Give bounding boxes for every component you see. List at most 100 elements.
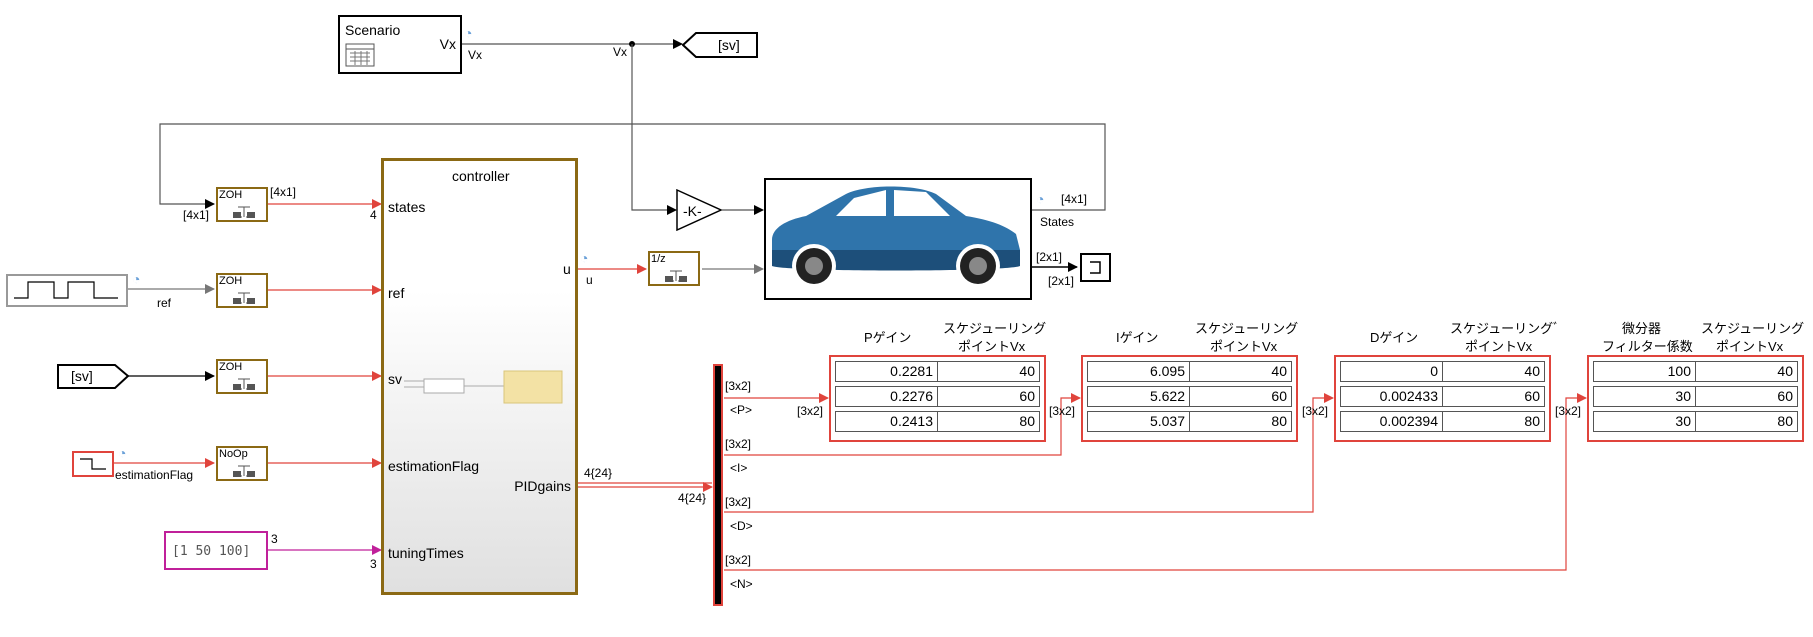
pulse-icon <box>14 281 118 299</box>
table-cell[interactable]: 0.2281 <box>835 361 938 382</box>
rate-transition-icon <box>233 465 255 477</box>
bus-out-dim: [3x2] <box>725 495 752 509</box>
vehicle-block[interactable] <box>764 178 1032 300</box>
table-cell[interactable]: 40 <box>937 361 1040 382</box>
table-cell[interactable]: 80 <box>1189 411 1292 432</box>
tuningtimes-port-dim: 3 <box>370 557 377 571</box>
wifi-icon: ◔ <box>118 445 127 461</box>
controller-port-states: states <box>388 199 426 215</box>
table-n[interactable]: 100 40 30 60 30 80 <box>1587 355 1804 442</box>
scenario-title: Scenario <box>345 22 401 38</box>
noop-block[interactable]: NoOp <box>216 446 268 481</box>
vehicle-out-dim: [2x1] <box>1036 250 1063 264</box>
wifi-icon: ◔ <box>1036 191 1045 207</box>
scenario-icon <box>345 43 375 67</box>
table-cell[interactable]: 40 <box>1695 361 1798 382</box>
ref-signal-label: ref <box>157 296 172 310</box>
bus-in-dim: 4{24} <box>678 491 707 505</box>
constant-block[interactable]: [1 50 100] <box>164 531 268 570</box>
table-i-in-dim: [3x2] <box>1049 404 1076 418</box>
from-sv-tag: [sv] <box>71 368 93 384</box>
zoh-in-dim: [4x1] <box>183 208 210 222</box>
scenario-block[interactable]: Scenario Vx <box>338 15 462 74</box>
wifi-icon: ◔ <box>132 271 141 287</box>
table-i[interactable]: 6.095 40 5.622 60 5.037 80 <box>1081 355 1298 442</box>
zoh-title: ZOH <box>219 361 243 373</box>
zoh-block-states[interactable]: ZOH <box>216 187 268 222</box>
rate-transition-icon <box>233 378 255 390</box>
table-cell[interactable]: 100 <box>1593 361 1696 382</box>
bus-out-dim: [3x2] <box>725 437 752 451</box>
table-cell[interactable]: 0.2276 <box>835 386 938 407</box>
table-cell[interactable]: 6.095 <box>1087 361 1190 382</box>
controller-title: controller <box>452 168 510 184</box>
bus-selector-block[interactable] <box>713 364 723 606</box>
table-p-col2-header-line2: ポイントVx <box>958 339 1026 354</box>
table-cell[interactable]: 60 <box>937 386 1040 407</box>
table-cell[interactable]: 60 <box>1189 386 1292 407</box>
terminator-icon <box>1090 261 1101 274</box>
step-block[interactable] <box>72 451 114 477</box>
from-sv-block[interactable] <box>57 364 129 389</box>
table-cell[interactable]: 0.002433 <box>1340 386 1443 407</box>
table-p-in-dim: [3x2] <box>797 404 824 418</box>
table-cell[interactable]: 0 <box>1340 361 1443 382</box>
table-d[interactable]: 0 40 0.002433 60 0.002394 80 <box>1334 355 1551 442</box>
zoh-title: ZOH <box>219 189 243 201</box>
table-cell[interactable]: 80 <box>1442 411 1545 432</box>
subsystem-preview-icon <box>404 370 563 404</box>
table-n-col2-header-line1: スケジューリング <box>1701 321 1805 336</box>
delay-label: 1/z <box>651 253 666 265</box>
table-cell[interactable]: 60 <box>1695 386 1798 407</box>
controller-subsystem[interactable]: controller states ref sv estimationFlag … <box>381 158 578 595</box>
table-d-in-dim: [3x2] <box>1302 404 1329 418</box>
table-p[interactable]: 0.2281 40 0.2276 60 0.2413 80 <box>829 355 1046 442</box>
table-cell[interactable]: 80 <box>1695 411 1798 432</box>
table-n-col2-header-line2: ポイントVx <box>1716 339 1784 354</box>
table-cell[interactable]: 40 <box>1189 361 1292 382</box>
table-cell[interactable]: 30 <box>1593 386 1696 407</box>
goto-sv-block[interactable] <box>682 32 758 58</box>
table-cell[interactable]: 60 <box>1442 386 1545 407</box>
table-cell[interactable]: 40 <box>1442 361 1545 382</box>
zoh-block-sv[interactable]: ZOH <box>216 359 268 394</box>
step-icon <box>80 458 106 470</box>
states-port-dim: 4 <box>370 208 377 222</box>
zoh-block-ref[interactable]: ZOH <box>216 273 268 308</box>
rate-transition-icon <box>665 270 687 282</box>
car-icon <box>772 186 1020 288</box>
unit-delay-block[interactable]: 1/z <box>648 251 700 286</box>
constant-out-dim: 3 <box>271 532 278 546</box>
bus-out-dim: [3x2] <box>725 379 752 393</box>
wifi-icon: ◔ <box>464 25 473 41</box>
table-cell[interactable]: 0.002394 <box>1340 411 1443 432</box>
table-p-col2-header-line1: スケジューリング <box>943 321 1047 336</box>
terminator-block[interactable] <box>1080 253 1111 282</box>
table-cell[interactable]: 80 <box>937 411 1040 432</box>
table-cell[interactable]: 5.037 <box>1087 411 1190 432</box>
table-p-col1-header: Pゲイン <box>864 330 912 345</box>
scenario-port-label: Vx <box>439 36 456 52</box>
table-cell[interactable]: 5.622 <box>1087 386 1190 407</box>
wifi-icon: ◔ <box>580 250 589 266</box>
controller-port-tuningtimes: tuningTimes <box>388 545 464 561</box>
gain-block[interactable] <box>676 189 722 231</box>
bus-out-name: <I> <box>730 461 748 475</box>
table-i-col2-header-line2: ポイントVx <box>1210 339 1278 354</box>
pulse-generator-block[interactable] <box>6 274 128 307</box>
junction-label: Vx <box>613 45 628 59</box>
table-cell[interactable]: 30 <box>1593 411 1696 432</box>
bus-out-dim: [3x2] <box>725 553 752 567</box>
u-signal-label: u <box>586 273 593 287</box>
vehicle-states-label: States <box>1040 215 1075 229</box>
scenario-signal-label: Vx <box>468 48 483 62</box>
rate-transition-icon <box>233 206 255 218</box>
table-cell[interactable]: 0.2413 <box>835 411 938 432</box>
terminator-dim: [2x1] <box>1048 274 1075 288</box>
controller-port-ref: ref <box>388 285 405 301</box>
bus-out-name: <N> <box>730 577 753 591</box>
table-n-col1-header-line1: 微分器 <box>1622 321 1662 336</box>
goto-sv-tag: [sv] <box>718 37 740 53</box>
bus-out-name: <D> <box>730 519 753 533</box>
